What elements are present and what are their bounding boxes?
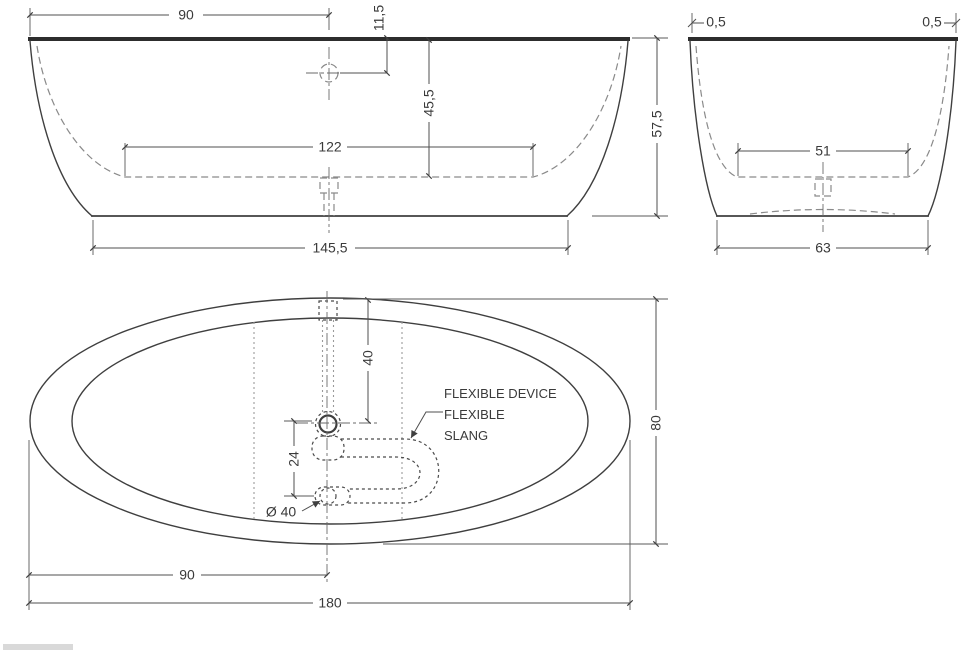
- front-right-wall: [566, 40, 629, 217]
- plan-inner-rim: [71, 317, 589, 525]
- front-dim-top-width: 90: [26, 7, 333, 36]
- plan-drain-hole: [319, 487, 337, 505]
- front-dim-inner-depth-label: 45,5: [421, 89, 437, 116]
- plan-hose-annotation-leader: [410, 411, 443, 439]
- front-dim-overflow-offset: 11,5: [340, 5, 391, 77]
- plan-overflow-hole: [318, 414, 338, 434]
- end-floor-slope-hidden: [749, 208, 896, 215]
- plan-hose-annotation-line3: SLANG: [444, 428, 488, 443]
- plan-dim-half-length-label: 90: [179, 567, 195, 583]
- front-dim-inner-length-label: 122: [318, 139, 342, 155]
- front-dim-inner-length: 122: [121, 139, 537, 176]
- end-dim-base-width-label: 63: [815, 240, 831, 256]
- front-dim-base-length-label: 145,5: [312, 240, 347, 256]
- plan-hose-annotation-line1: FLEXIBLE DEVICE: [444, 386, 557, 401]
- end-dim-inner-width-label: 51: [815, 143, 831, 159]
- plan-hose-annotation-line2: FLEXIBLE: [444, 407, 505, 422]
- plan-dim-overflow-to-rim: 40: [360, 296, 376, 425]
- end-dim-base-width: 63: [713, 220, 932, 256]
- plan-dim-total-width-label: 80: [648, 415, 664, 431]
- plan-dim-total-width: 80: [343, 295, 668, 548]
- plan-dim-total-length-label: 180: [318, 595, 342, 611]
- plan-dim-total-length: 180: [25, 440, 634, 611]
- plan-hose-annotation: FLEXIBLE DEVICE FLEXIBLE SLANG: [410, 386, 557, 443]
- plan-dim-overflow-to-rim-label: 40: [360, 350, 376, 366]
- plan-rim-fitting-hidden: [318, 300, 338, 321]
- plan-drain-diameter-callout: Ø 40: [266, 500, 321, 520]
- plan-outer-rim: [29, 297, 631, 545]
- plan-drain-diameter-label: Ø 40: [266, 504, 297, 520]
- plan-overflow-hole-outline: [314, 410, 342, 438]
- plan-view: 40 24 Ø 40 90: [25, 291, 668, 611]
- corner-logo-box: [3, 644, 73, 650]
- end-right-wall: [927, 40, 957, 217]
- dim-height: 57,5: [592, 34, 668, 220]
- front-view: 90 11,5 45,5 122: [26, 5, 668, 256]
- plan-dim-overflow-to-drain: 24: [284, 417, 314, 500]
- plan-hose-drain-end-hidden: [314, 486, 351, 506]
- end-left-wall: [689, 40, 718, 217]
- end-dim-rim-overhang-right-label: 0,5: [922, 14, 942, 30]
- end-view: 0,5 0,5 51 63: [687, 13, 961, 256]
- end-inner-basin-hidden: [695, 45, 950, 178]
- plan-hose-elbow-hidden: [311, 435, 345, 461]
- end-drain-fitting-hidden: [814, 178, 832, 197]
- plan-dim-half-length: 90: [25, 440, 331, 583]
- front-drain-fitting-hidden: [319, 177, 339, 194]
- end-dim-inner-width: 51: [734, 143, 912, 176]
- dim-height-label: 57,5: [649, 110, 665, 137]
- end-dim-rim-overhang-left-label: 0,5: [706, 14, 726, 30]
- front-dim-base-length: 145,5: [89, 220, 572, 256]
- plan-hose-outer-hidden: [341, 438, 440, 504]
- plan-hose-inner-hidden: [341, 456, 421, 490]
- end-dim-rim-overhang-right: 0,5: [922, 13, 961, 33]
- end-dim-rim-overhang-left: 0,5: [687, 13, 726, 33]
- front-left-wall: [29, 40, 93, 217]
- front-dim-top-width-label: 90: [178, 7, 194, 23]
- front-dim-inner-depth: 45,5: [421, 36, 437, 180]
- front-dim-overflow-offset-label: 11,5: [371, 5, 387, 31]
- plan-dim-overflow-to-drain-label: 24: [286, 451, 302, 467]
